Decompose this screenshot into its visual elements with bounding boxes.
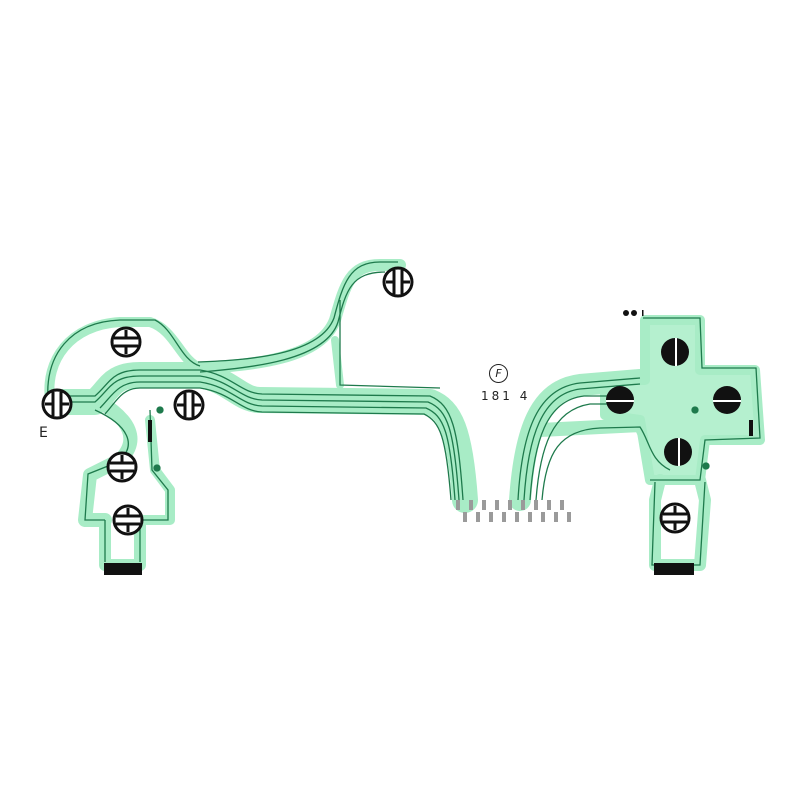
manufacturer-logo: F — [489, 364, 508, 383]
left-connector-strip — [104, 563, 142, 575]
pad-center-left — [173, 389, 205, 421]
connector-pins — [456, 500, 571, 522]
pad-left-top — [110, 326, 142, 358]
side-mark-label: E — [39, 425, 48, 441]
right-connector-strip — [654, 563, 694, 575]
dpad-pads — [606, 338, 741, 466]
pad-right-bottom — [659, 502, 691, 534]
pad-left — [41, 388, 73, 420]
pad-left-lower — [106, 451, 138, 483]
date-code-label: 181 4 — [481, 389, 531, 403]
pad-left-bottom — [112, 504, 144, 536]
pads — [41, 266, 691, 536]
pad-top-center — [382, 266, 414, 298]
